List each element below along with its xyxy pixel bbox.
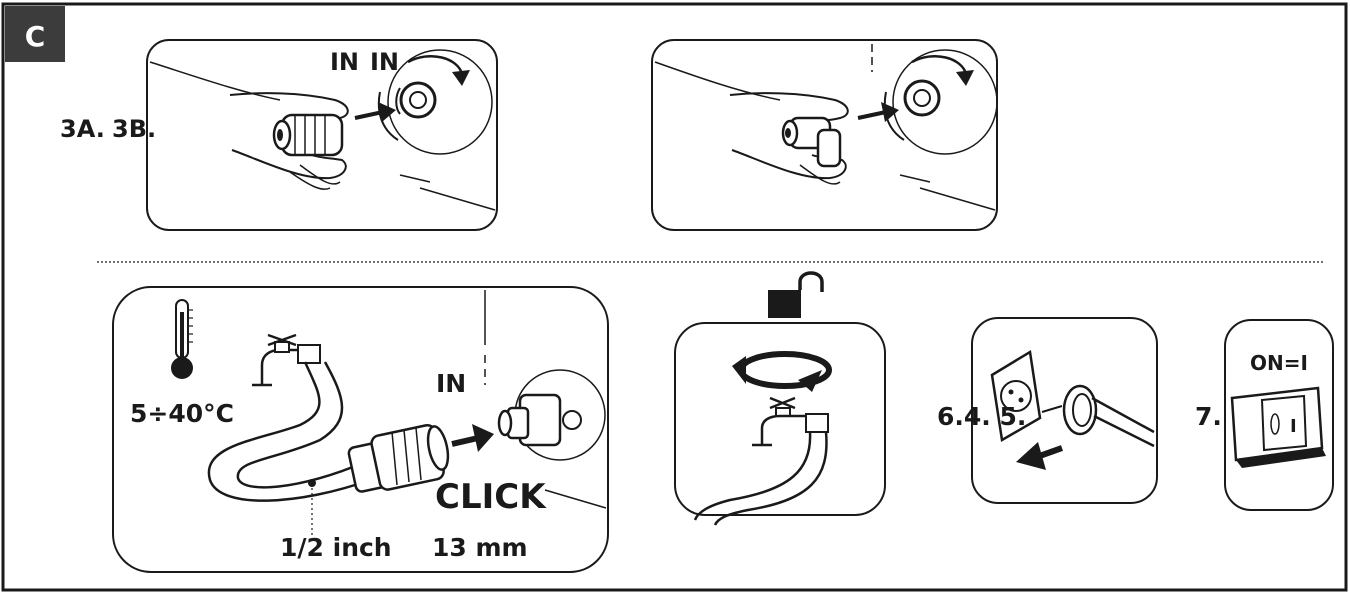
panel-hose-frame <box>112 286 609 573</box>
panel-hose-connection: 5÷40°C <box>112 286 609 573</box>
panel-3a-frame <box>146 39 498 231</box>
hose-connector-icon <box>347 423 450 493</box>
rotate-arrow-icon <box>732 351 832 392</box>
panel-3b-frame <box>651 39 998 231</box>
step-6-4-5-label: 6.4. 5. <box>937 402 1026 431</box>
wall-tap-outlet-icon <box>387 49 493 155</box>
power-switch-icon: I <box>1230 386 1326 468</box>
click-label: CLICK <box>435 477 547 517</box>
panel-power-switch-frame <box>1224 319 1334 511</box>
section-badge-bg <box>5 6 65 62</box>
panel-power-switch: ON=I I <box>1224 319 1334 511</box>
tap-icon <box>752 396 829 447</box>
section-letter: C <box>25 20 46 53</box>
padlock-unlocked-icon <box>768 271 824 318</box>
panel-3b <box>651 39 998 231</box>
in-label-2: IN <box>370 48 399 76</box>
rotate-arrow-icon <box>883 54 974 141</box>
hose-icon <box>207 361 371 535</box>
wall-tap-outlet-icon <box>892 49 998 155</box>
panel-power-plug-frame <box>971 317 1158 504</box>
push-arrow-icon <box>354 102 396 122</box>
rotate-arrow-icon <box>377 54 470 141</box>
push-arrow-icon <box>451 424 494 452</box>
thermometer-icon <box>171 299 193 379</box>
step-3a-label: 3A. <box>60 115 105 143</box>
hose-inch-label: 1/2 inch <box>280 533 392 562</box>
in-label-1: IN <box>330 48 359 76</box>
wall-tap-outlet-icon <box>497 369 606 461</box>
angled-connector-icon <box>781 116 842 168</box>
power-plug-icon <box>1041 384 1155 448</box>
panel-3a: IN IN 3A. 3B. <box>60 39 498 231</box>
switch-symbol-label: I <box>1290 416 1297 437</box>
hose-mm-label: 13 mm <box>432 533 528 562</box>
switch-on-label: ON=I <box>1250 351 1308 375</box>
power-socket-icon <box>990 349 1042 442</box>
hose-connector-icon <box>272 113 344 157</box>
tap-icon <box>252 333 321 387</box>
in-label-bottom: IN <box>436 369 466 398</box>
pull-arrow-icon <box>1016 442 1064 470</box>
temperature-label: 5÷40°C <box>130 399 234 428</box>
panel-open-tap-frame <box>674 322 886 516</box>
section-badge: C <box>5 6 65 62</box>
panel-power-plug <box>971 317 1158 504</box>
step-3b-label: 3B. <box>112 115 156 143</box>
panel-open-tap <box>674 271 886 526</box>
step-7-label: 7. <box>1195 402 1222 431</box>
